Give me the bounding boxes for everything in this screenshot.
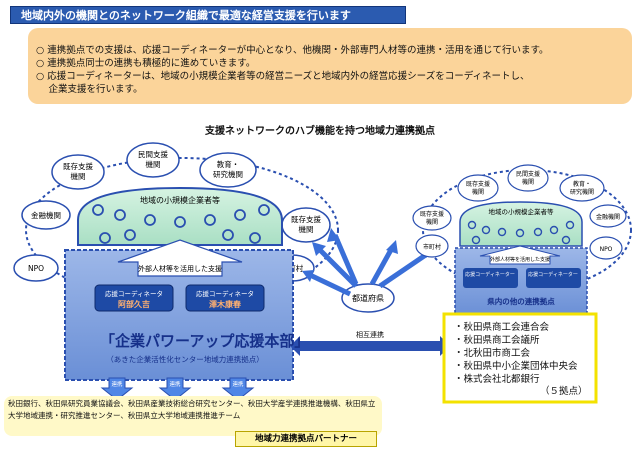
svg-text:金融機関: 金融機関	[596, 213, 620, 221]
coordinator-name-1: 阿部久吉	[118, 299, 150, 309]
list-item: ・秋田県商工会連合会	[454, 322, 550, 333]
svg-text:教育・: 教育・	[573, 180, 591, 188]
prefecture-arrows	[308, 234, 432, 297]
left-org-nodes: 既存支援 機関 民間支援 機関 教育・ 研究機関 金融機関 既存支援 機関 NP…	[13, 142, 331, 282]
page-title: 地域内外の機関とのネットワーク組織で最適な経営支援を行います	[10, 6, 406, 24]
diagram-title: 支援ネットワークのハブ機能を持つ地域力連携拠点	[205, 126, 435, 137]
link-arrows: 連携 連携 連携	[100, 377, 255, 401]
org-label-3: 教育・	[217, 159, 240, 169]
right-inner-label: 県内の他の連携拠点	[487, 296, 555, 306]
partners-text: 秋田銀行、秋田県研究員業協議会、秋田県産業技術総合研究センター、秋田大学産学連携…	[8, 399, 376, 420]
coordinator-role-2: 応援コーディネータ	[196, 289, 254, 298]
svg-text:機関: 機関	[426, 218, 438, 226]
partners-band	[4, 396, 382, 436]
coordinator-name-2: 澤木康春	[209, 299, 241, 309]
org-label-1b: 機関	[71, 171, 86, 181]
org-label-5: 既存支援	[291, 214, 321, 224]
hq-title: 「企業パワーアップ応援本部」	[100, 332, 310, 350]
list-item: ・秋田県中小企業団体中央会	[454, 361, 578, 372]
org-label-4: 金融機関	[31, 210, 61, 220]
link-label-3: 連携	[232, 380, 244, 388]
hq-subtitle: （あきた企業活性化センター地域力連携拠点）	[106, 355, 264, 364]
summary-line: ○ 応援コーディネーターは、地域の小規模企業者等の経営ニーズと地域内外の経営応援…	[36, 71, 530, 82]
svg-text:NPO: NPO	[600, 246, 613, 253]
list-item: ・北秋田市商工会	[454, 348, 531, 359]
svg-text:既存支援: 既存支援	[420, 210, 444, 218]
org-node-existing-support	[51, 154, 105, 190]
prefecture-node	[341, 283, 395, 313]
hq-box: 「企業パワーアップ応援本部」 （あきた企業活性化センター地域力連携拠点）	[100, 320, 310, 370]
org-node-finance	[21, 200, 71, 230]
org-label-1: 既存支援	[63, 161, 93, 171]
left-biz-circles	[92, 204, 270, 244]
right-arrow-label: 外部人材等を活用した支援	[490, 256, 550, 263]
coordinator-box-1	[94, 284, 174, 312]
org-label-6: NPO	[28, 264, 44, 273]
mutual-link-label: 相互連携	[356, 330, 384, 339]
list-item: ・秋田県商工会議所	[454, 335, 540, 346]
left-network-ring	[25, 157, 339, 303]
other-hubs-list: ・秋田県商工会連合会 ・秋田県商工会議所 ・北秋田市商工会 ・秋田県中小企業団体…	[454, 321, 594, 386]
org-node-education	[199, 152, 257, 188]
org-node-npo	[13, 254, 59, 282]
left-arrow-label: 外部人材等を活用した支援	[138, 264, 222, 273]
svg-text:市町村: 市町村	[423, 243, 441, 251]
left-small-biz-label: 地域の小規模企業者等	[140, 195, 220, 205]
partners-caption: 地域力連携拠点パートナー	[235, 431, 377, 447]
summary-line: ○ 連携拠点での支援は、応援コーディネーターが中心となり、他機関・外部専門人材等…	[36, 45, 549, 56]
svg-text:応援コーディネーター: 応援コーディネーター	[465, 271, 515, 278]
prefecture-label: 都道府県	[352, 293, 384, 303]
list-item: ・株式会社北都銀行	[454, 374, 540, 385]
org-node-private-support	[126, 142, 180, 178]
summary-line: ○ 連携拠点同士の連携も積極的に進めていきます。	[36, 58, 256, 69]
svg-text:機関: 機関	[522, 178, 534, 186]
right-small-biz-label: 地域の小規模企業者等	[489, 207, 555, 216]
right-small-biz-area	[459, 201, 583, 247]
link-label-1: 連携	[111, 380, 123, 388]
hub-count: （５拠点）	[540, 386, 588, 397]
org-label-2: 民間支援	[138, 149, 168, 159]
svg-text:応援コーディネーター: 応援コーディネーター	[528, 271, 578, 278]
svg-text:機関: 機関	[472, 188, 484, 196]
link-label-2: 連携	[169, 380, 181, 388]
right-list-box	[442, 312, 598, 404]
coordinator-role-1: 応援コーディネータ	[105, 289, 163, 298]
org-label-5b: 機関	[299, 224, 314, 234]
left-support-arrow	[117, 239, 243, 277]
summary-line: 企業支援を行います。	[36, 84, 143, 95]
svg-text:民間支援: 民間支援	[516, 170, 540, 178]
org-label-3b: 研究機関	[213, 169, 243, 179]
org-label-2b: 機関	[146, 159, 161, 169]
mutual-link-arrow	[290, 336, 450, 356]
svg-text:研究機関: 研究機関	[570, 188, 594, 196]
svg-text:既存支援: 既存支援	[466, 180, 490, 188]
summary-box: ○ 連携拠点での支援は、応援コーディネーターが中心となり、他機関・外部専門人材等…	[28, 28, 632, 104]
coordinator-box-2	[185, 284, 265, 312]
